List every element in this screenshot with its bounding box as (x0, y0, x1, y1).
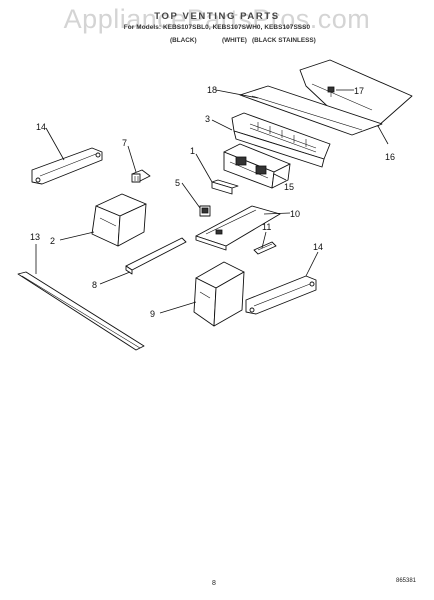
callout-16[interactable]: 16 (385, 152, 395, 162)
watermark: AppliancePartsPros.com (63, 4, 371, 34)
callout-15[interactable]: 15 (284, 182, 294, 192)
variant-white: (WHITE) (222, 37, 247, 44)
variant-black: (BLACK) (170, 37, 197, 44)
callout-11[interactable]: 11 (262, 222, 271, 232)
callout-2[interactable]: 2 (50, 236, 55, 246)
callout-3[interactable]: 3 (205, 114, 210, 124)
callout-18[interactable]: 18 (207, 85, 217, 95)
part-10-support-tray[interactable] (195, 205, 281, 251)
callout-13[interactable]: 13 (30, 232, 40, 242)
callout-14-right[interactable]: 14 (313, 242, 323, 252)
part-5-switch[interactable] (199, 205, 211, 217)
part-15-vent-bracket[interactable] (231, 112, 331, 168)
callout-labels: 18 17 16 3 14 7 1 5 15 10 2 11 13 14 8 9 (30, 85, 395, 319)
model-list: For Models: KEBS107SBL0, KEBS107SWH0, KE… (123, 24, 311, 31)
callout-1[interactable]: 1 (190, 146, 195, 156)
part-18-insulation-sheet[interactable] (239, 85, 383, 136)
variant-stainless: (BLACK STAINLESS) (252, 37, 316, 44)
leader-lines (35, 89, 389, 314)
part-2-vent-duct[interactable] (91, 193, 147, 247)
part-14-left-bracket[interactable] (31, 147, 103, 185)
part-9-duct-housing[interactable] (193, 261, 245, 327)
callout-7[interactable]: 7 (122, 138, 127, 148)
part-8-insulation-strip[interactable] (125, 237, 187, 275)
part-14-right-bracket[interactable] (245, 275, 317, 315)
callout-8[interactable]: 8 (92, 280, 97, 290)
diagram-title: TOP VENTING PARTS (154, 11, 280, 22)
part-1-connector[interactable] (211, 179, 239, 195)
callout-9[interactable]: 9 (150, 309, 155, 319)
part-17-screw[interactable] (327, 86, 335, 97)
page-number: 8 (212, 580, 216, 587)
part-13-front-trim[interactable] (17, 271, 145, 351)
part-7-terminal-block[interactable] (131, 169, 151, 183)
callout-14-left[interactable]: 14 (36, 122, 46, 132)
callout-5[interactable]: 5 (175, 178, 180, 188)
callout-10[interactable]: 10 (290, 209, 300, 219)
callout-17[interactable]: 17 (354, 86, 364, 96)
part-3-blower-assembly[interactable] (223, 143, 291, 189)
document-code: 865381 (396, 578, 417, 584)
part-11-thermal-strip[interactable] (253, 241, 277, 255)
